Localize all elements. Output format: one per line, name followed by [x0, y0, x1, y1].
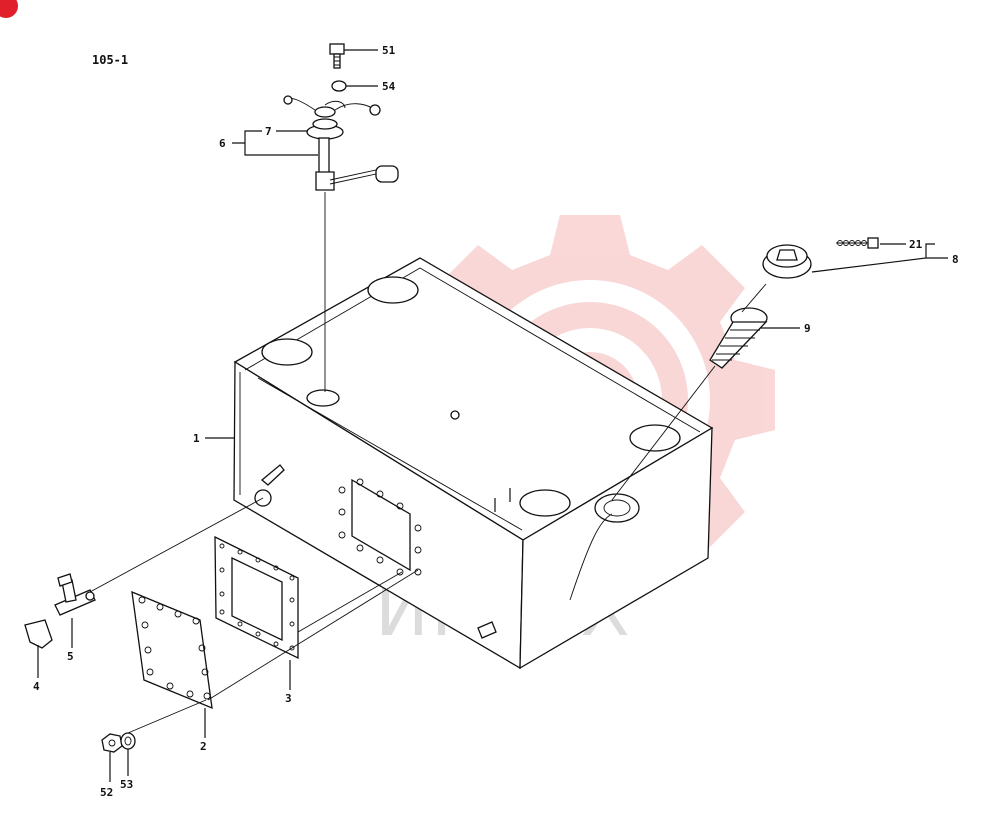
assembly-lines	[89, 192, 767, 734]
callout-21: 21	[909, 238, 923, 251]
callout-52: 52	[100, 786, 113, 799]
gasket	[214, 535, 299, 660]
callout-8: 8	[952, 253, 959, 266]
corner-badge	[0, 0, 18, 18]
callout-1: 1	[193, 432, 200, 445]
callout-leaders	[37, 49, 948, 782]
washer-54	[331, 80, 347, 92]
callout-7: 7	[265, 125, 272, 138]
callout-53: 53	[120, 778, 133, 791]
callout-5: 5	[67, 650, 74, 663]
bolt-51	[329, 43, 345, 69]
fuel-level-sender	[283, 95, 399, 191]
callout-9: 9	[804, 322, 811, 335]
lock-washer-53	[120, 732, 136, 750]
strainer	[709, 307, 768, 369]
filler-cap	[762, 244, 812, 279]
cap-chain-21	[836, 237, 879, 249]
callout-3: 3	[285, 692, 292, 705]
nut-52	[101, 733, 123, 753]
cover-plate	[131, 590, 213, 710]
elbow-fitting	[24, 619, 53, 649]
drain-cock	[54, 573, 96, 616]
callout-54: 54	[382, 80, 396, 93]
callout-4: 4	[33, 680, 40, 693]
callout-6: 6	[219, 137, 226, 150]
sheet-code: 105-1	[92, 53, 128, 67]
callout-2: 2	[200, 740, 207, 753]
callout-51: 51	[382, 44, 396, 57]
inspection-opening	[338, 478, 422, 576]
